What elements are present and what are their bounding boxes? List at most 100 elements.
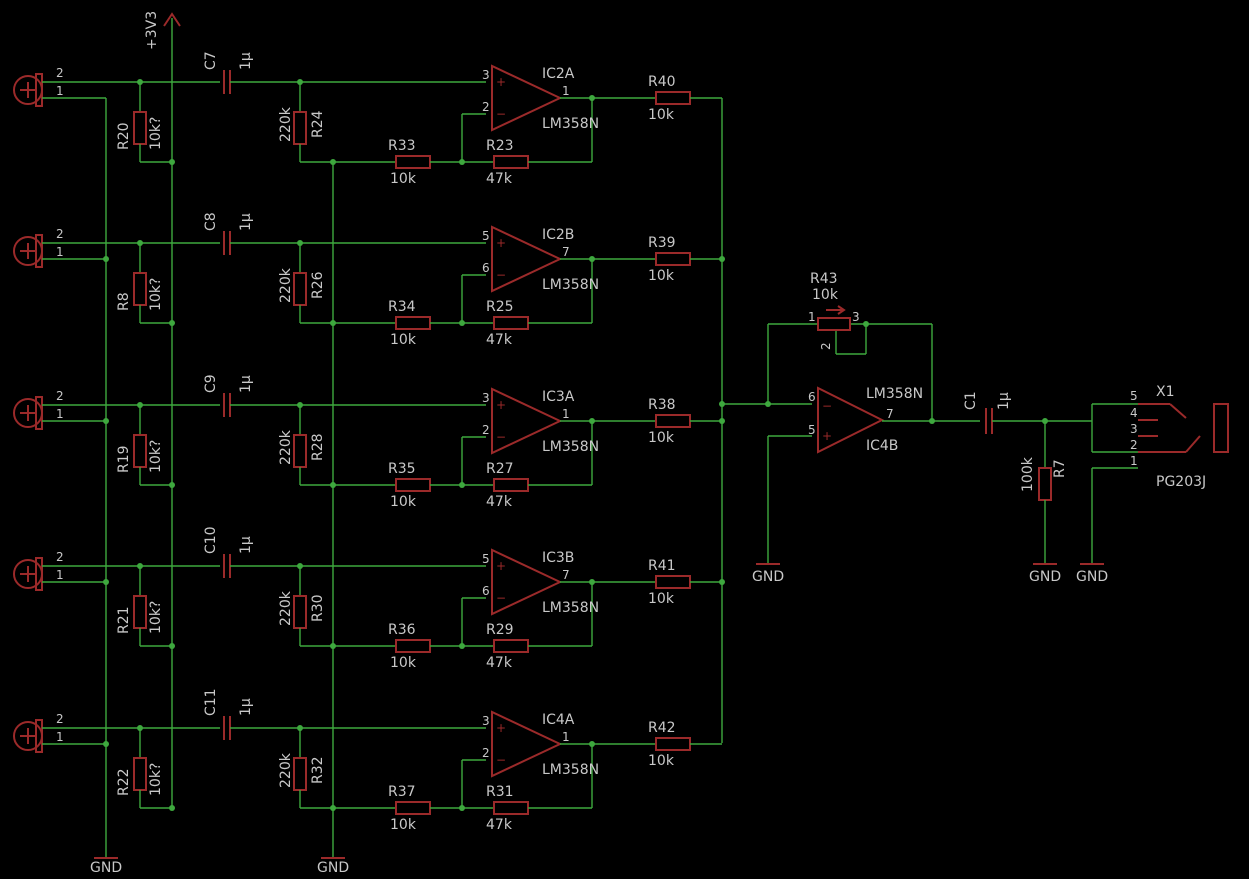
opamp-pin-noninv: 3 <box>482 391 490 405</box>
gnd-label-mixer: GND <box>752 569 784 585</box>
pull-resistor <box>133 434 147 468</box>
coupling-cap-value: 1µ <box>238 698 254 716</box>
bias-resistor-name: R24 <box>310 110 326 138</box>
mix-resistor-value: 10k <box>648 107 675 123</box>
svg-text:+: + <box>496 559 506 573</box>
opamp-type: LM358N <box>542 277 599 293</box>
opamp-pin-noninv: 3 <box>482 714 490 728</box>
trim-pin-3: 3 <box>852 310 860 324</box>
jack-pin-3: 3 <box>1130 422 1138 436</box>
pull-resistor <box>133 757 147 791</box>
input-resistor <box>395 801 431 815</box>
mix-resistor-value: 10k <box>648 268 675 284</box>
svg-text:+: + <box>496 75 506 89</box>
input-resistor-name: R35 <box>388 461 416 477</box>
pull-resistor-value: 10k? <box>148 117 164 150</box>
rload-name: R7 <box>1052 459 1068 478</box>
resistor-r7 <box>1038 467 1052 501</box>
feedback-resistor <box>493 316 529 330</box>
jack-pin-a: 2 <box>56 66 64 80</box>
output-cap-value: 1µ <box>996 392 1012 410</box>
mix-resistor-name: R41 <box>648 558 676 574</box>
gnd-symbol-left: GND <box>90 857 122 876</box>
opamp-pin-out: 7 <box>562 568 570 582</box>
opamp-type: LM358N <box>542 116 599 132</box>
bias-resistor-value: 220k <box>278 590 294 626</box>
feedback-resistor-value: 47k <box>486 494 513 510</box>
opamp-type: LM358N <box>542 762 599 778</box>
mix-resistor-value: 10k <box>648 753 675 769</box>
coupling-cap-value: 1µ <box>238 536 254 554</box>
svg-text:GND: GND <box>317 860 349 876</box>
input-resistor-value: 10k <box>390 171 417 187</box>
feedback-resistor-name: R25 <box>486 299 514 315</box>
jack-pin-b: 1 <box>56 568 64 582</box>
feedback-resistor <box>493 639 529 653</box>
input-resistor-name: R33 <box>388 138 416 154</box>
svg-text:GND: GND <box>90 860 122 876</box>
feedback-resistor-value: 47k <box>486 171 513 187</box>
jack-pin-b: 1 <box>56 245 64 259</box>
mix-resistor-name: R39 <box>648 235 676 251</box>
opamp-pin-noninv: 5 <box>482 229 490 243</box>
bias-resistor <box>293 757 307 791</box>
opamp-pin-inv: 6 <box>482 261 490 275</box>
opamp-symbol <box>491 548 563 616</box>
jack-pin-5: 5 <box>1130 389 1138 403</box>
jack-pin-4: 4 <box>1130 406 1138 420</box>
svg-text:+: + <box>822 429 832 443</box>
opamp-type: LM358N <box>542 439 599 455</box>
opamp-pin-out: 7 <box>562 245 570 259</box>
mix-resistor <box>655 575 691 589</box>
input-resistor-value: 10k <box>390 655 417 671</box>
trimmer-value: 10k <box>812 287 839 303</box>
output-cap-name: C1 <box>963 391 979 410</box>
coupling-cap-name: C7 <box>203 51 219 70</box>
svg-text:−: − <box>496 430 506 444</box>
mixer-stage: R43 10k 1 3 2 − + GND LM358N IC4B 6 5 7 <box>719 271 980 585</box>
bias-resistor-value: 220k <box>278 106 294 142</box>
feedback-resistor-name: R29 <box>486 622 514 638</box>
trim-pin-2: 2 <box>819 342 833 350</box>
pull-resistor-name: R22 <box>116 768 132 796</box>
opamp-name: IC3B <box>542 550 574 566</box>
pull-resistor-value: 10k? <box>148 440 164 473</box>
pull-resistor-name: R19 <box>116 445 132 473</box>
opamp-symbol <box>491 387 563 455</box>
pull-resistor <box>133 595 147 629</box>
gnd-symbol-mid: GND <box>317 857 349 876</box>
input-resistor <box>395 478 431 492</box>
feedback-resistor-value: 47k <box>486 817 513 833</box>
input-resistor-name: R37 <box>388 784 416 800</box>
mixer-opamp-type: LM358N <box>866 386 923 402</box>
jack-x1-body <box>1213 403 1229 453</box>
trimmer-name: R43 <box>810 271 838 287</box>
feedback-resistor-name: R31 <box>486 784 514 800</box>
opamp-ic4b <box>817 386 885 454</box>
svg-text:−: − <box>496 107 506 121</box>
input-resistor-name: R34 <box>388 299 416 315</box>
coupling-cap-name: C10 <box>203 526 219 554</box>
opamp-symbol <box>491 710 563 778</box>
pull-resistor-value: 10k? <box>148 601 164 634</box>
bias-resistor-value: 220k <box>278 429 294 465</box>
coupling-cap-name: C8 <box>203 212 219 231</box>
input-resistor-name: R36 <box>388 622 416 638</box>
vcc-label: +3V3 <box>144 11 160 50</box>
mix-resistor-value: 10k <box>648 430 675 446</box>
gnd-label-out: GND <box>1029 569 1061 585</box>
bias-resistor-name: R32 <box>310 756 326 784</box>
feedback-resistor-name: R27 <box>486 461 514 477</box>
mix-resistor <box>655 737 691 751</box>
trimmer-r43 <box>817 317 851 331</box>
bias-resistor <box>293 272 307 306</box>
pull-resistor-value: 10k? <box>148 278 164 311</box>
opamp-name: IC4A <box>542 712 575 728</box>
feedback-resistor <box>493 155 529 169</box>
opamp-name: IC2B <box>542 227 574 243</box>
opamp-pin-inv: 2 <box>482 423 490 437</box>
opamp-name: IC3A <box>542 389 575 405</box>
